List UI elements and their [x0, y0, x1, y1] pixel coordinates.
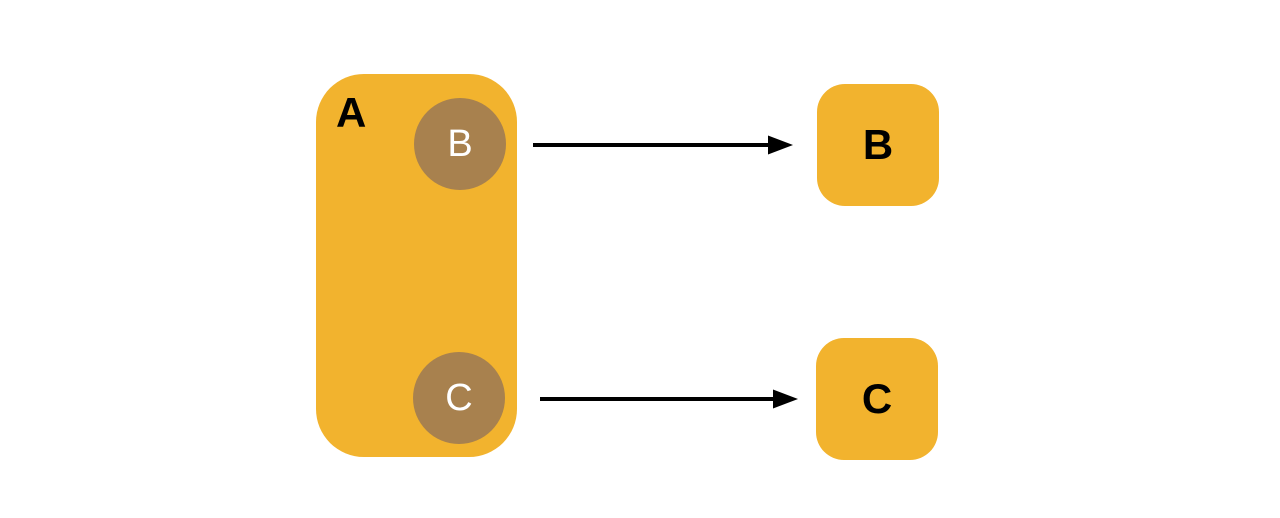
container-node-a: A B C [316, 74, 517, 457]
inner-circle-c: C [413, 352, 505, 444]
target-box-c: C [816, 338, 938, 460]
container-node-a-label: A [336, 89, 367, 136]
target-box-b-label: B [862, 121, 894, 168]
target-box-c-label: C [861, 375, 893, 422]
arrow-c-to-c [540, 389, 798, 409]
arrow-b-to-b [533, 135, 793, 155]
inner-circle-b: B [414, 98, 506, 190]
inner-circle-b-label: B [447, 123, 473, 165]
target-box-b: B [817, 84, 939, 206]
inner-circle-c-label: C [445, 377, 473, 419]
